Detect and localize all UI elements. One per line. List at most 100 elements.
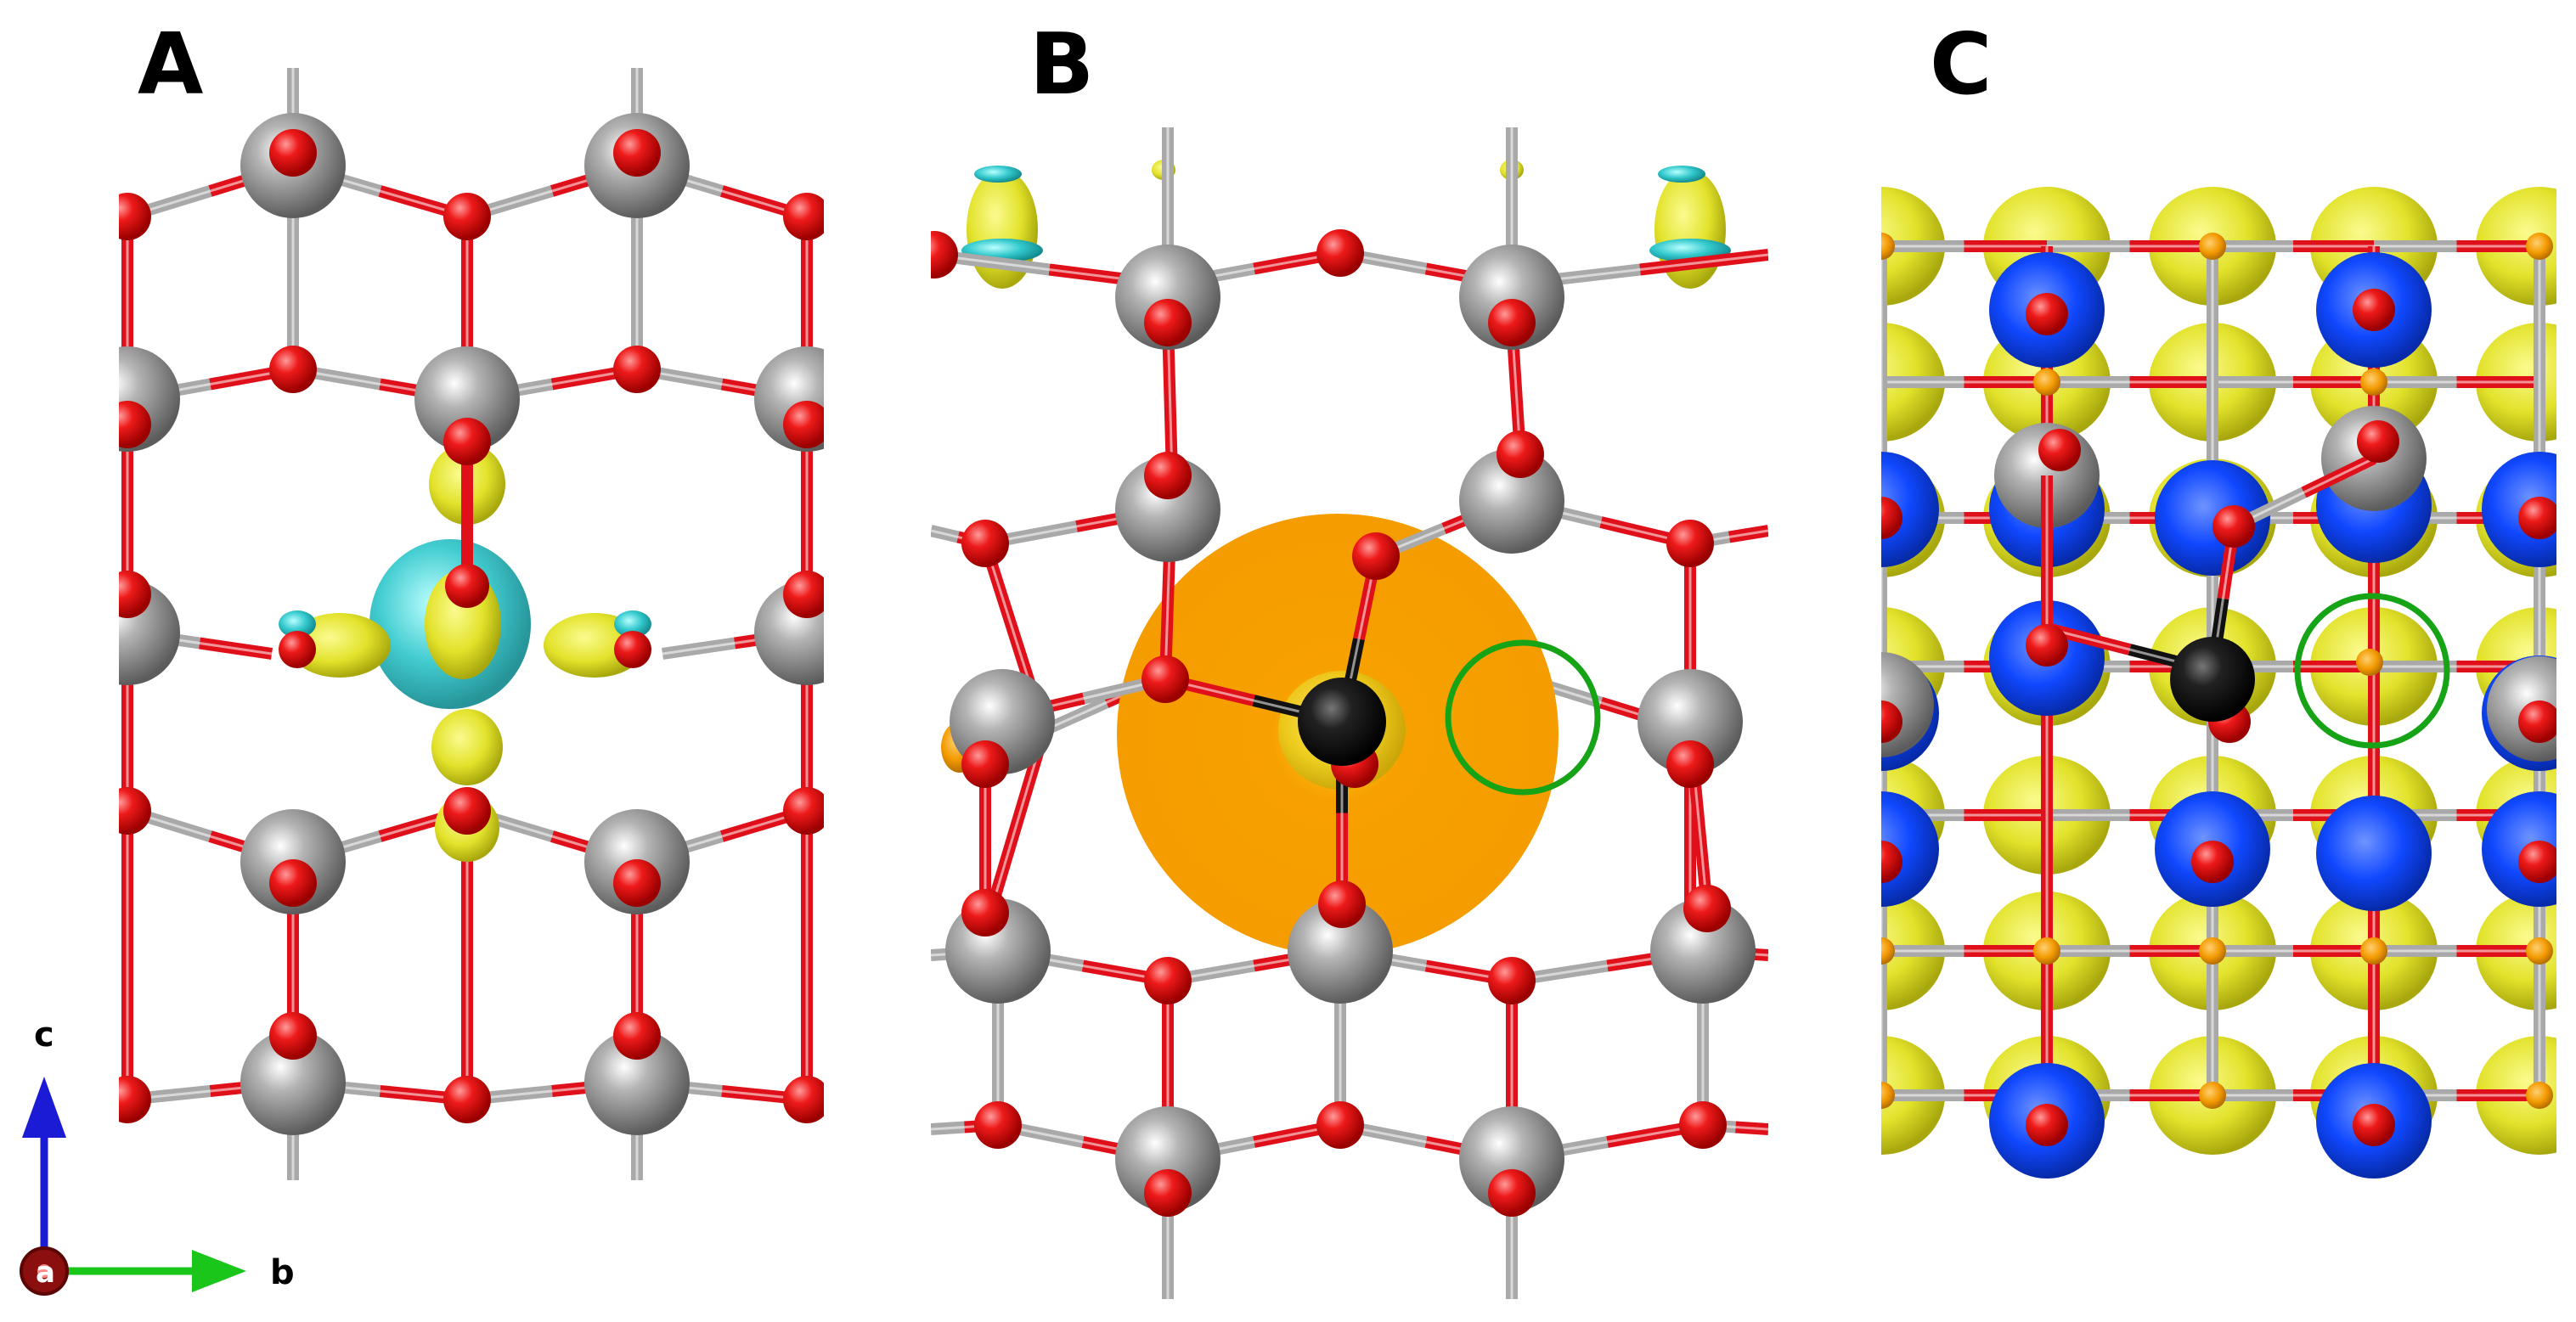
isosurface-cyan-b-edge [974,166,1022,183]
oxygen-atom [2353,1104,2395,1146]
metal-atom [1459,1106,1564,1212]
oxygen-atom [613,1012,661,1060]
panel-label-b: B [1029,14,1094,114]
atom-orange-c [2033,368,2060,396]
oxygen-atom [1144,452,1192,499]
axis-c-label: c [34,1015,54,1055]
bond-c-upper-highlight [2233,457,2375,528]
oxygen-atom [119,787,151,835]
oxygen-atom [1666,740,1714,788]
oxygen-atom [1144,299,1192,346]
metal-atom [240,1030,346,1135]
atom-orange-c [2526,233,2553,260]
oxygen-atom [1881,700,1902,743]
atom-orange-c [1881,937,1895,965]
oxygen-atom [974,1101,1022,1149]
atom-orange-c [2360,368,2387,396]
oxygen-atom [443,787,491,835]
oxygen-atom [443,418,491,465]
crystal-axes-indicator: c b a [20,1015,295,1296]
oxygen-atom [1881,497,1902,539]
oxygen-atom [445,564,489,608]
isosurface-cyan-b-edge [1658,166,1705,183]
atom-orange-c [2360,937,2387,965]
oxygen-atom [1497,430,1544,478]
dopant-atom [2170,637,2255,722]
isosurface-yellow-bottom [431,709,503,785]
isosurface-blue-c [1881,452,1939,567]
axis-c-arrowhead [22,1077,66,1138]
axis-b-label: b [270,1253,295,1292]
oxygen-atom [119,193,151,240]
atom-orange-c [2526,1082,2553,1109]
atom-orange-c [2356,649,2383,676]
oxygen-atom [961,889,1009,937]
oxygen-atom [269,346,317,393]
isosurface-cyan-left [279,610,316,638]
oxygen-atom [1881,841,1902,883]
panel-label-c: C [1930,14,1992,114]
oxygen-atom [1144,957,1192,1004]
oxygen-atom [2353,289,2395,331]
oxygen-atom [961,520,1009,567]
axis-a-marker-center [37,1264,51,1278]
metal-atom [1115,457,1220,562]
isosurface-blue-c [1881,791,1939,907]
metal-atom [1115,1106,1220,1212]
oxygen-atom [613,346,661,393]
axis-a-label: a [36,1256,55,1290]
oxygen-atom [2357,420,2399,463]
isosurface-cyan-right [614,610,651,638]
oxygen-atom [2026,1104,2068,1146]
oxygen-atom [1316,1101,1364,1149]
oxygen-atom [783,571,824,618]
oxygen-atom [2191,841,2234,883]
oxygen-atom [1488,957,1536,1004]
oxygen-atom [1683,885,1731,932]
metal-atom [1650,898,1756,1004]
oxygen-atom [783,787,824,835]
atom-orange-c [2526,937,2553,965]
atom-orange-c [1881,1082,1895,1109]
oxygen-atom [119,571,151,618]
oxygen-atom [783,401,824,448]
oxygen-atom [1666,520,1714,567]
oxygen-atom [961,740,1009,788]
oxygen-atom [1316,229,1364,277]
oxygen-atom [269,1012,317,1060]
oxygen-atom [1144,1169,1192,1217]
panel-c-structure [1881,187,2556,1179]
isosurface-blue-c [2155,460,2270,576]
atom-orange-c [2033,937,2060,965]
oxygen-atom [2518,700,2556,743]
metal-atom [1459,448,1564,554]
atom-orange-c [2199,937,2226,965]
oxygen-atom [119,1076,151,1123]
atom-orange-c [1881,233,1895,260]
oxygen-atom [614,631,651,668]
oxygen-atom [783,193,824,240]
oxygen-atom [1488,1169,1536,1217]
metal-atom [1459,245,1564,350]
atom-orange-c [2199,1082,2226,1109]
oxygen-atom [269,859,317,907]
atom-orange-c [2199,233,2226,260]
oxygen-atom [1318,880,1366,928]
axis-b-arrowhead [192,1250,246,1292]
oxygen-atom [2026,293,2068,335]
highlight-circle-b [1445,639,1601,796]
oxygen-atom [443,193,491,240]
highlight-circle-c [2294,593,2450,749]
metal-atom [414,346,520,452]
oxygen-atom [2038,429,2081,471]
oxygen-atom [613,129,661,177]
oxygen-atom [2212,505,2255,548]
oxygen-atom [2518,841,2556,883]
oxygen-atom [1488,299,1536,346]
oxygen-atom [1352,532,1400,580]
oxygen-atom [1679,1101,1727,1149]
panel-b-structure [931,127,1768,1299]
oxygen-atom [443,1076,491,1123]
oxygen-atom [613,859,661,907]
